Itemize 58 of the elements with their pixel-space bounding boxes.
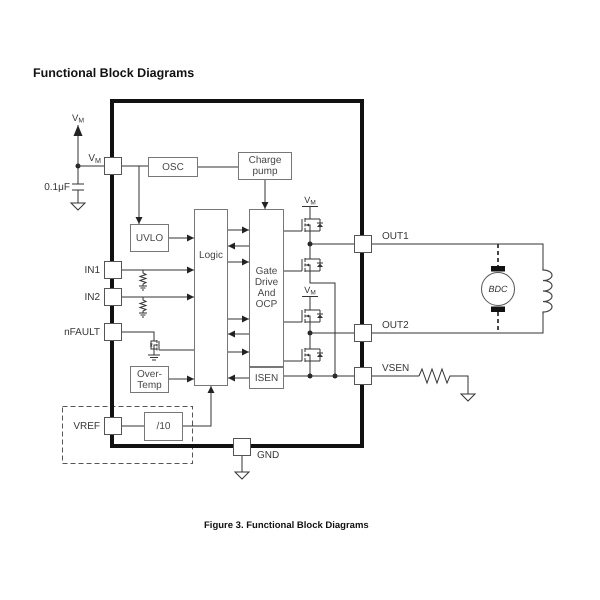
figure-caption: Figure 3. Functional Block Diagrams: [204, 520, 369, 531]
resistor-to-ground-symbol: [419, 368, 476, 402]
pin-label: IN1: [84, 264, 100, 277]
function-block: ISEN: [249, 367, 284, 389]
arrow: [122, 294, 194, 300]
pin-label: VREF: [73, 420, 100, 433]
function-block: UVLO: [130, 224, 169, 252]
motor-label: BDC: [488, 284, 508, 294]
arrow: [136, 166, 142, 224]
dc-motor-symbol: [480, 266, 516, 312]
mosfet-symbol: [150, 338, 162, 352]
pin-label: GND: [257, 449, 280, 462]
arrow: [122, 266, 194, 274]
mosfet-symbol: [299, 255, 323, 275]
wire: [310, 332, 354, 334]
wire: [310, 274, 336, 376]
arrow: [228, 316, 250, 322]
arrow: [228, 330, 250, 338]
arrow: [168, 376, 194, 382]
pin-label: IN2: [84, 291, 100, 304]
arrow: [228, 258, 250, 266]
diagram-title: Functional Block Diagrams: [33, 66, 194, 80]
arrow: [168, 234, 194, 242]
function-block: Gate Drive And OCP: [249, 209, 284, 367]
pin-label: V$_{M}$: [88, 152, 101, 165]
function-block: Logic: [194, 209, 228, 386]
function-block: Charge pump: [238, 152, 292, 180]
supply-rail: V$_{M}$: [302, 195, 318, 207]
mosfet-symbol: [299, 215, 323, 235]
wire: [284, 360, 300, 362]
function-block: OSC: [148, 157, 198, 177]
arrow: [228, 348, 250, 356]
arrow: [228, 374, 250, 382]
supply-rail: V$_{M}$: [302, 285, 318, 297]
value-label: 0.1μF: [44, 181, 70, 194]
wire: [372, 244, 544, 268]
supply-label: V$_{M}$: [70, 112, 86, 125]
wire: [372, 314, 544, 334]
arrow: [262, 180, 268, 210]
ic-outline: [110, 99, 364, 448]
wire: [198, 166, 238, 168]
wire: [284, 230, 300, 232]
dashed-lead: [497, 244, 499, 266]
dashed-lead: [497, 312, 499, 333]
pin-label: nFAULT: [64, 326, 100, 339]
mosfet-symbol: [299, 345, 323, 365]
function-block: /10: [144, 412, 183, 441]
arrow: [228, 242, 250, 250]
arrow: [74, 124, 104, 166]
pin-label: OUT2: [382, 319, 409, 332]
pin-label: OUT1: [382, 230, 409, 243]
arrow: [182, 386, 214, 426]
wire: [284, 270, 300, 272]
function-block: Over-Temp: [130, 366, 169, 393]
mosfet-symbol: [299, 306, 323, 326]
arrow: [228, 226, 250, 234]
pin-label: VSEN: [382, 362, 410, 375]
wire: [122, 332, 154, 338]
